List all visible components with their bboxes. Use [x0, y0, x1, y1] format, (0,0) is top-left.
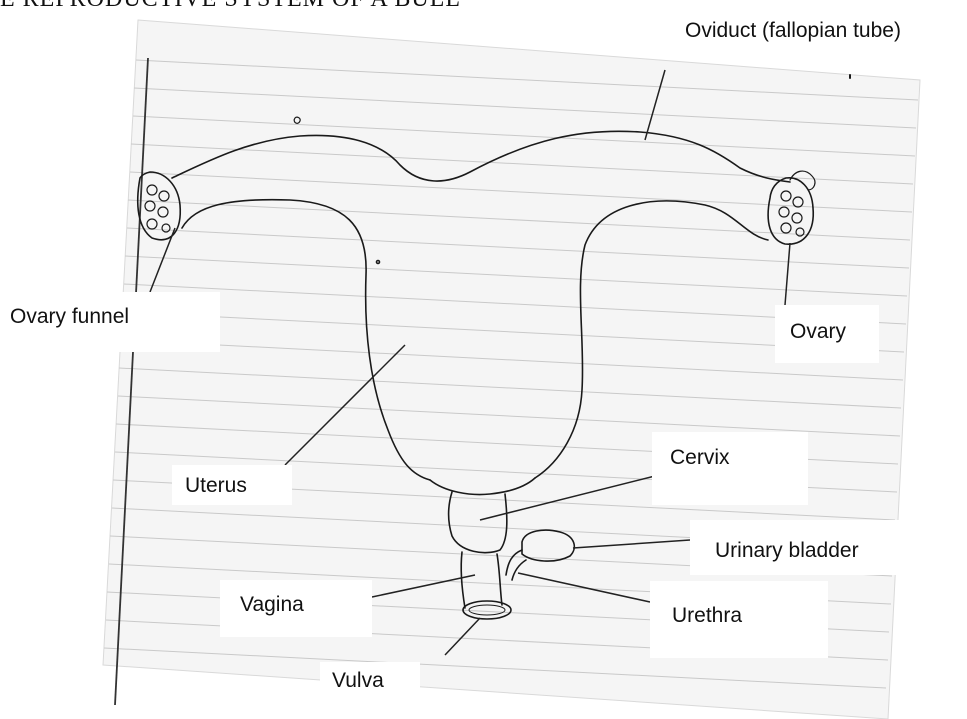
label-ovary-funnel: Ovary funnel	[0, 292, 220, 352]
page-title: E REPRODUCTIVE SYSTEM OF A BULL	[0, 0, 461, 13]
label-uterus: Uterus	[172, 465, 292, 505]
label-cervix: Cervix	[652, 432, 808, 505]
label-urethra: Urethra	[650, 581, 828, 658]
label-vagina: Vagina	[220, 580, 372, 637]
label-vulva: Vulva	[320, 662, 420, 702]
label-urinary-bladder: Urinary bladder	[690, 520, 963, 575]
label-ovary: Ovary	[775, 305, 879, 363]
label-oviduct: Oviduct (fallopian tube)	[672, 6, 964, 48]
